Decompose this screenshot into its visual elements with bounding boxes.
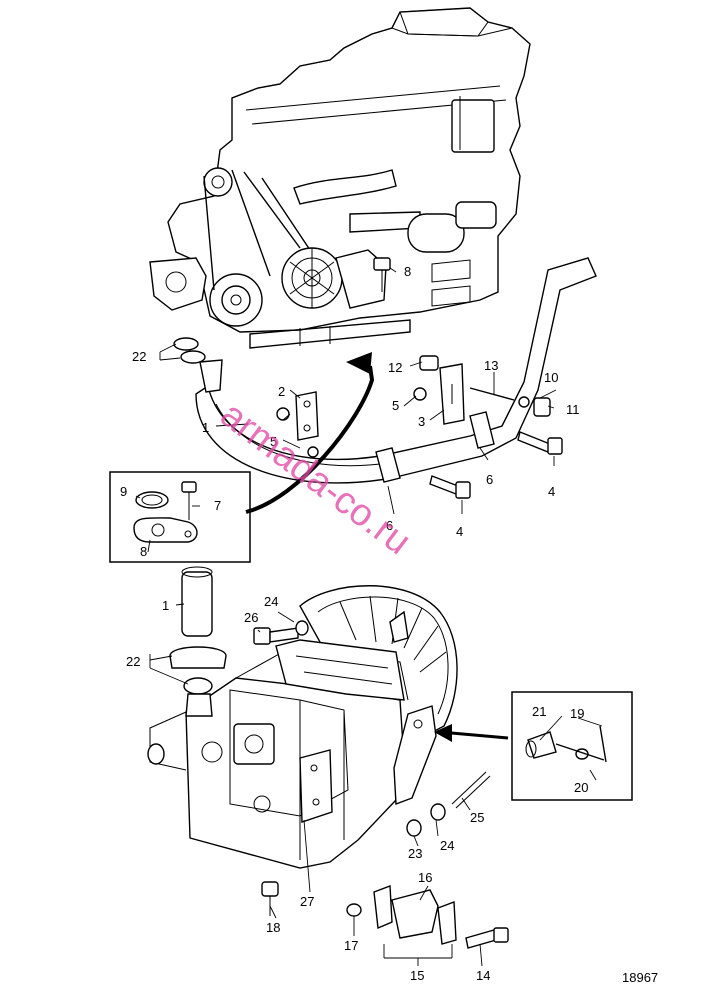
- reverse-gear-drawing: [147, 566, 509, 949]
- leader-lines: [135, 267, 603, 967]
- callout-6: 6: [386, 518, 393, 533]
- callout-22: 22: [132, 349, 146, 364]
- callout-4: 4: [548, 484, 555, 499]
- flange-detail-inset: [109, 352, 375, 563]
- callout-19: 19: [570, 706, 584, 721]
- callout-17: 17: [344, 938, 358, 953]
- callout-8: 8: [404, 264, 411, 279]
- callout-8: 8: [140, 544, 147, 559]
- callout-21: 21: [532, 704, 546, 719]
- linkage-detail-inset: [434, 691, 633, 801]
- callout-2: 2: [278, 384, 285, 399]
- callout-24: 24: [264, 594, 278, 609]
- callout-18: 18: [266, 920, 280, 935]
- callout-5: 5: [392, 398, 399, 413]
- callout-9: 9: [120, 484, 127, 499]
- callout-16: 16: [418, 870, 432, 885]
- callout-10: 10: [544, 370, 558, 385]
- callout-20: 20: [574, 780, 588, 795]
- engine-block-drawing: [149, 7, 531, 349]
- callout-23: 23: [408, 846, 422, 861]
- callout-27: 27: [300, 894, 314, 909]
- callout-4: 4: [456, 524, 463, 539]
- callout-5: 5: [270, 434, 277, 449]
- callout-1: 1: [202, 420, 209, 435]
- callout-12: 12: [388, 360, 402, 375]
- callout-1: 1: [162, 598, 169, 613]
- callout-14: 14: [476, 968, 490, 983]
- figure-number: 18967: [622, 970, 658, 985]
- callout-labels: 1 2 3 4 4 5 5 6 6 7 8 8 9 10 11 12 13 22…: [120, 264, 588, 983]
- callout-6: 6: [486, 472, 493, 487]
- callout-24: 24: [440, 838, 454, 853]
- callout-15: 15: [410, 968, 424, 983]
- callout-22: 22: [126, 654, 140, 669]
- callout-7: 7: [214, 498, 221, 513]
- callout-25: 25: [470, 810, 484, 825]
- callout-13: 13: [484, 358, 498, 373]
- callout-26: 26: [244, 610, 258, 625]
- callout-11: 11: [566, 402, 580, 417]
- exhaust-pipe-assembly: [173, 257, 597, 499]
- callout-3: 3: [418, 414, 425, 429]
